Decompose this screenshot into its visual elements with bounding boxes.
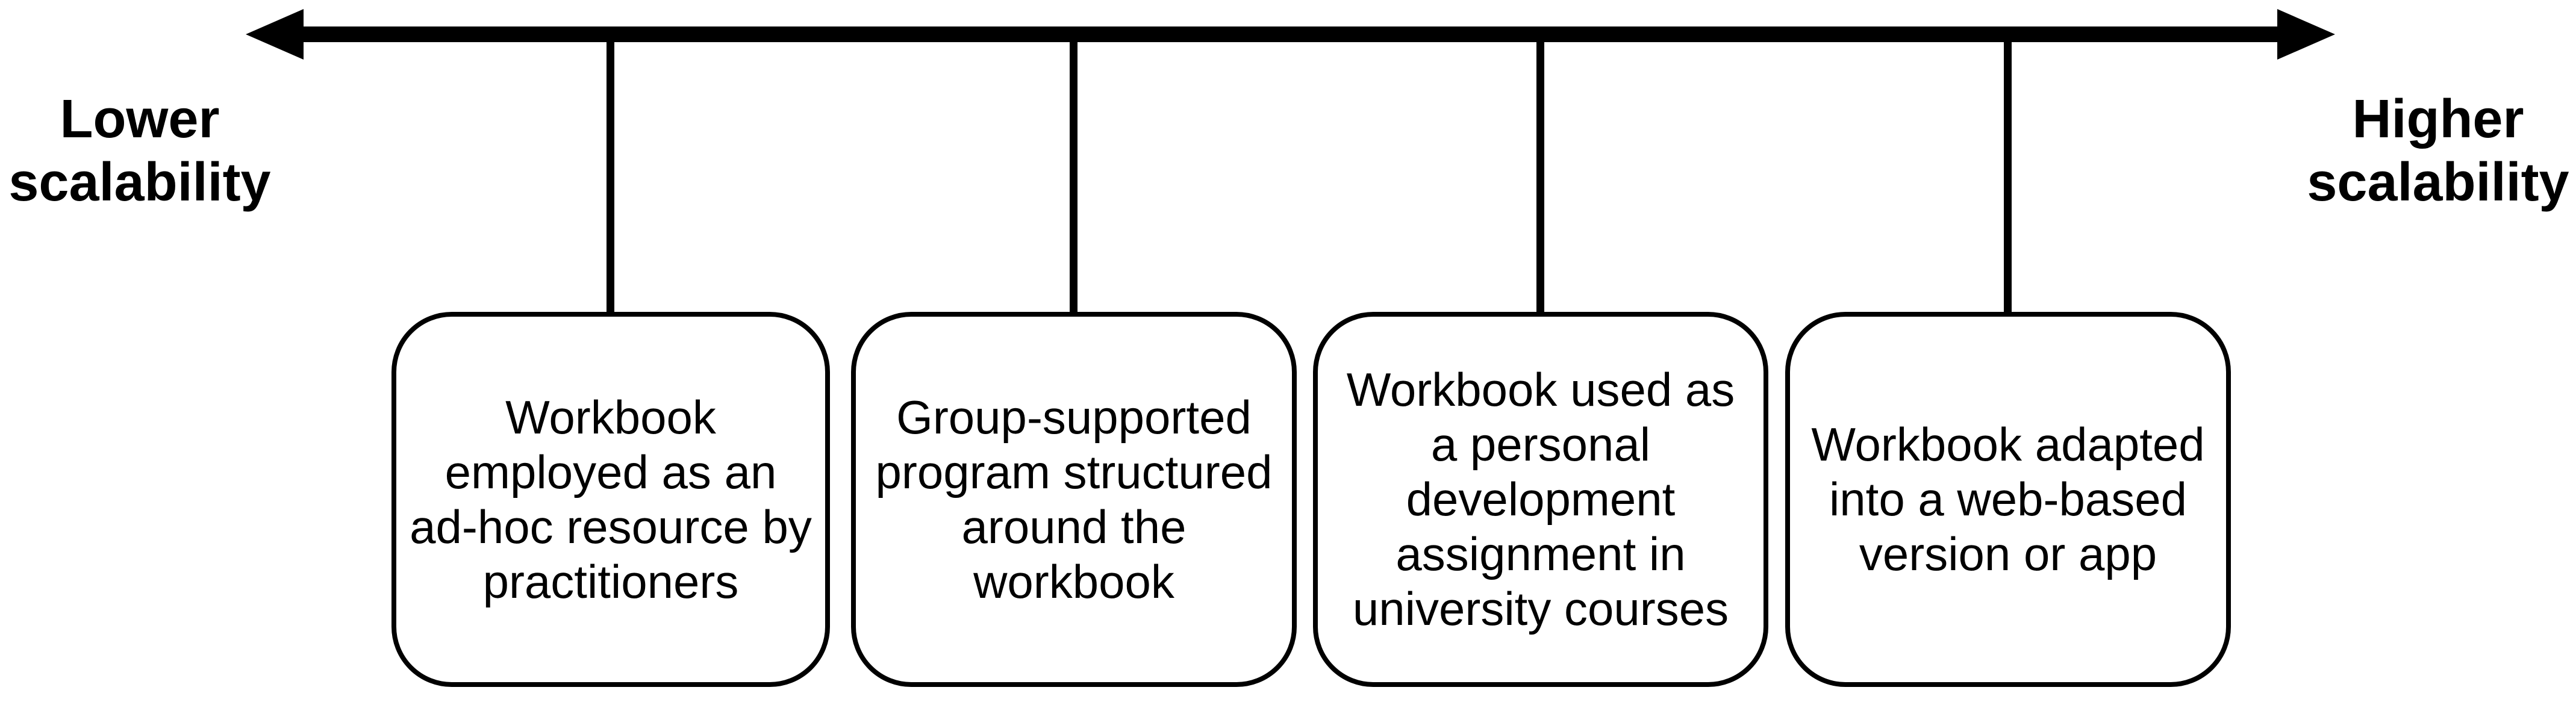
axis-line: [283, 26, 2295, 42]
connector-line-4: [2004, 34, 2012, 314]
box-label: Group-supported program structured aroun…: [875, 390, 1273, 608]
box-label: Workbook adapted into a web-based versio…: [1811, 418, 2205, 580]
box-web-based-version: Workbook adapted into a web-based versio…: [1785, 312, 2231, 687]
box-label: Workbook used as a personal development …: [1346, 363, 1735, 635]
connector-line-3: [1536, 34, 1544, 314]
box-group-supported-program: Group-supported program structured aroun…: [851, 312, 1297, 687]
box-university-assignment: Workbook used as a personal development …: [1313, 312, 1768, 687]
box-label: Workbook employed as an ad-hoc resource …: [410, 390, 812, 608]
connector-line-1: [607, 34, 614, 314]
axis-arrowhead-right-icon: [2277, 9, 2335, 60]
connector-line-2: [1070, 34, 1077, 314]
lower-scalability-label: Lower scalability: [8, 89, 271, 213]
higher-scalability-label: Higher scalability: [2307, 89, 2569, 213]
box-adhoc-practitioner-use: Workbook employed as an ad-hoc resource …: [391, 312, 830, 687]
